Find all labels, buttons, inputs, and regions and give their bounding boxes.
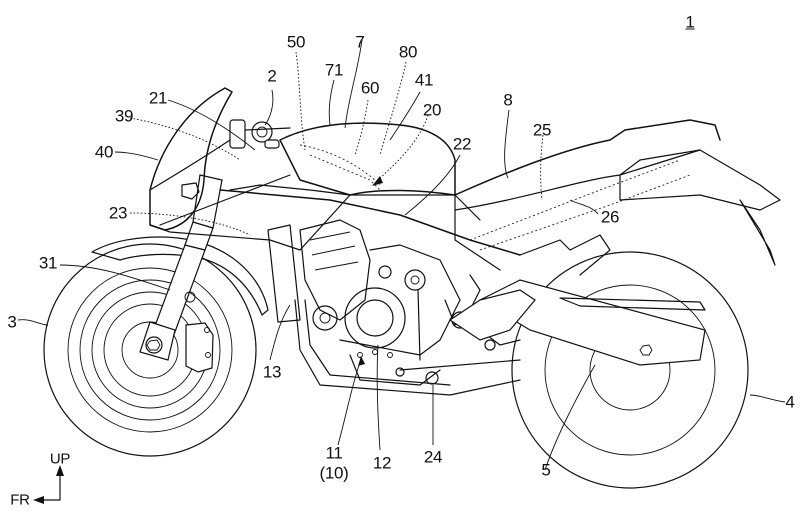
label-5: 5 [541, 460, 551, 480]
tail-cowl [469, 149, 781, 266]
label-25: 25 [532, 120, 552, 140]
front-cowl [149, 87, 291, 231]
label-40: 40 [94, 142, 114, 162]
up-direction-label: UP [49, 450, 71, 468]
label-12: 12 [372, 453, 392, 473]
front-brake-caliper [184, 291, 214, 373]
label-23: 23 [108, 203, 128, 223]
fuel-tank [279, 122, 456, 196]
leader-lines [17, 39, 786, 471]
side-cowl-panel [149, 184, 351, 251]
label-8: 8 [503, 90, 513, 110]
label-26: 26 [600, 207, 620, 227]
label-11: 11 [325, 443, 343, 463]
label-50: 50 [286, 32, 306, 52]
label-10: (10) [319, 463, 349, 483]
label-4: 4 [785, 392, 795, 412]
engine [299, 219, 481, 386]
radiator [267, 224, 301, 323]
label-2: 2 [267, 66, 277, 86]
swingarm [478, 279, 706, 366]
label-41: 41 [414, 70, 434, 90]
up-arrow-icon [56, 465, 64, 476]
label-80: 80 [398, 42, 418, 62]
exhaust-pipe [294, 299, 521, 396]
footpeg-bracket [448, 289, 536, 341]
label-3: 3 [7, 312, 17, 332]
front-fender [91, 236, 269, 316]
figure-number-label: 1 [685, 12, 695, 32]
front-fork [139, 174, 223, 361]
label-60: 60 [360, 78, 380, 98]
label-24: 24 [423, 447, 443, 467]
label-20: 20 [422, 100, 442, 120]
front-arrow-icon [33, 496, 44, 504]
label-21: 21 [148, 88, 168, 108]
handlebar [229, 119, 291, 149]
frame [219, 189, 521, 271]
rear-subframe [519, 234, 611, 276]
label-22: 22 [452, 134, 472, 154]
label-31: 31 [38, 253, 58, 273]
label-71: 71 [324, 60, 344, 80]
front-direction-label: FR [10, 491, 30, 509]
label-13: 13 [262, 362, 282, 382]
direction-indicator [33, 465, 64, 504]
label-7: 7 [355, 32, 365, 52]
label-39: 39 [114, 106, 134, 126]
